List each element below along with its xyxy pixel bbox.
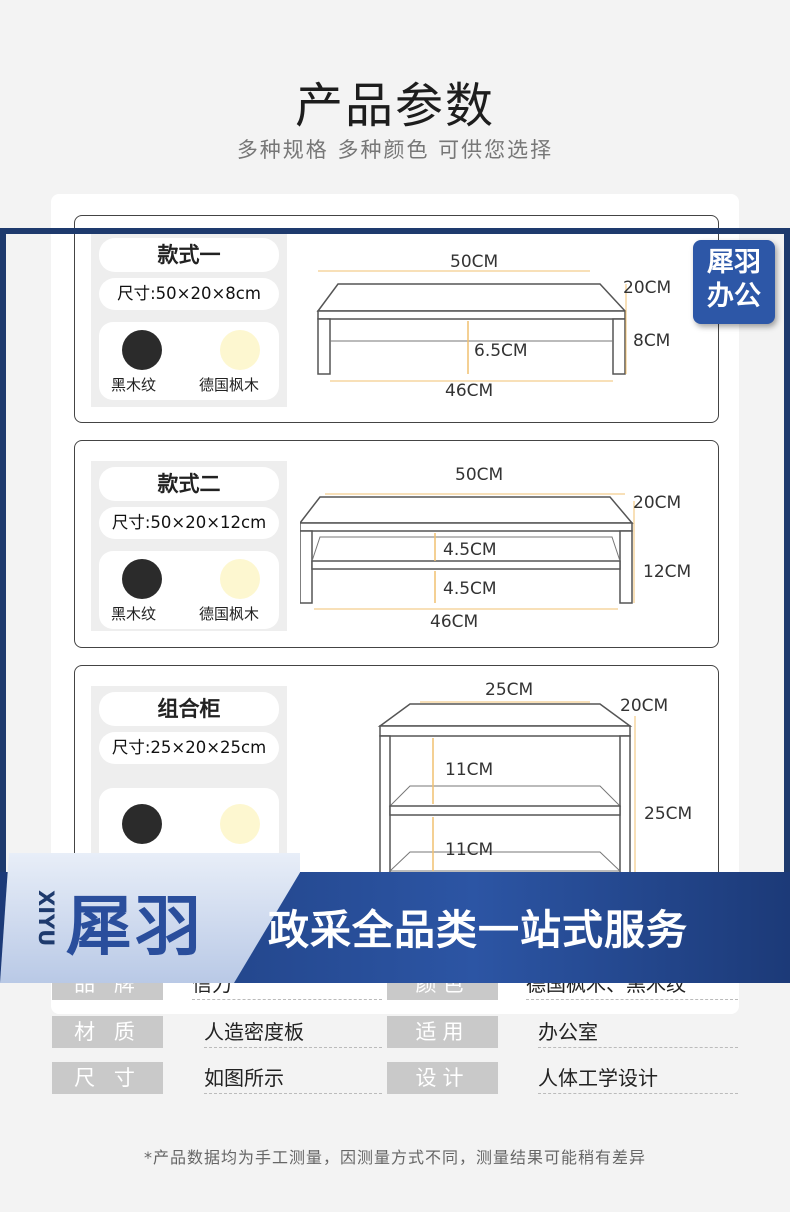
dim-height: 8CM <box>633 331 671 351</box>
color-swatch-black[interactable] <box>122 330 162 370</box>
style-two-diagram: 50CM 20CM 12CM 4.5CM 4.5CM 46CM <box>298 441 718 647</box>
color-swatches: 黑木纹 德国枫木 <box>99 322 279 400</box>
banner-latin-name: XIYU <box>34 890 58 947</box>
param-label: 尺 寸 <box>52 1062 163 1094</box>
shelf-diagram <box>316 270 627 382</box>
dim-width: 50CM <box>455 465 504 485</box>
param-row: 尺 寸 如图所示 设计 人体工学设计 <box>52 1062 740 1096</box>
dim-bottom: 46CM <box>430 612 479 632</box>
page-subtitle: 多种规格 多种颜色 可供您选择 <box>236 138 554 162</box>
color-swatch-maple[interactable] <box>220 804 260 844</box>
badge-line2: 办公 <box>707 281 761 312</box>
color-label: 德国枫木 <box>199 376 260 394</box>
banner-slogan: 政采全品类一站式服务 <box>268 906 688 954</box>
measurement-note: *产品数据均为手工测量，因测量方式不同，测量结果可能稍有差异 <box>143 1148 646 1167</box>
param-value: 如图所示 <box>204 1062 382 1094</box>
param-label: 设计 <box>387 1062 498 1094</box>
badge-line1: 犀羽 <box>707 247 761 278</box>
style-one-box: 款式一 尺寸:50×20×8cm 黑木纹 德国枫木 50CM 20CM 8CM … <box>74 215 719 423</box>
param-label: 材 质 <box>52 1016 163 1048</box>
style-size: 尺寸:50×20×12cm <box>99 507 279 539</box>
cabinet-spec-panel: 组合柜 尺寸:25×20×25cm <box>91 686 287 886</box>
color-label: 黑木纹 <box>111 605 157 623</box>
dim-inner-upper: 11CM <box>445 760 494 780</box>
dim-inner-lower: 4.5CM <box>443 579 497 599</box>
dim-inner-upper: 4.5CM <box>443 540 497 560</box>
dim-width: 50CM <box>450 252 499 272</box>
brand-badge: 犀羽 办公 <box>693 240 775 324</box>
color-swatch-maple[interactable] <box>220 330 260 370</box>
style-one-diagram: 50CM 20CM 8CM 6.5CM 46CM <box>300 216 718 422</box>
dim-height: 25CM <box>644 804 693 824</box>
cabinet-diagram: 25CM 20CM 25CM 11CM 11CM <box>300 666 718 897</box>
dim-width: 25CM <box>485 680 534 700</box>
style-one-spec-panel: 款式一 尺寸:50×20×8cm 黑木纹 德国枫木 <box>91 232 287 407</box>
style-size: 尺寸:50×20×8cm <box>99 278 279 310</box>
param-label: 适用 <box>387 1016 498 1048</box>
style-two-box: 款式二 尺寸:50×20×12cm 黑木纹 德国枫木 50CM 20CM 12C… <box>74 440 719 648</box>
style-size: 尺寸:25×20×25cm <box>99 732 279 764</box>
dim-depth: 20CM <box>620 696 669 716</box>
dim-depth: 20CM <box>633 493 682 513</box>
color-swatch-black[interactable] <box>122 804 162 844</box>
param-row: 材 质 人造密度板 适用 办公室 <box>52 1016 740 1050</box>
param-value: 人体工学设计 <box>538 1062 738 1094</box>
shelf-diagram <box>298 493 635 610</box>
dim-inner: 6.5CM <box>474 341 528 361</box>
color-swatches: 黑木纹 德国枫木 <box>99 551 279 629</box>
color-label: 黑木纹 <box>111 376 157 394</box>
color-label: 德国枫木 <box>199 605 260 623</box>
dim-height: 12CM <box>643 562 692 582</box>
style-two-spec-panel: 款式二 尺寸:50×20×12cm 黑木纹 德国枫木 <box>91 461 287 631</box>
dim-inner-lower: 11CM <box>445 840 494 860</box>
banner-brand-name: 犀羽 <box>66 888 204 965</box>
color-swatch-maple[interactable] <box>220 559 260 599</box>
dim-depth: 20CM <box>623 278 672 298</box>
cabinet-drawing <box>377 701 636 897</box>
style-name: 款式一 <box>99 238 279 272</box>
color-swatch-black[interactable] <box>122 559 162 599</box>
param-value: 办公室 <box>538 1016 738 1048</box>
style-name: 款式二 <box>99 467 279 501</box>
page-title: 产品参数 <box>294 78 495 134</box>
param-value: 人造密度板 <box>204 1016 382 1048</box>
style-name: 组合柜 <box>99 692 279 726</box>
dim-bottom: 46CM <box>445 381 494 401</box>
